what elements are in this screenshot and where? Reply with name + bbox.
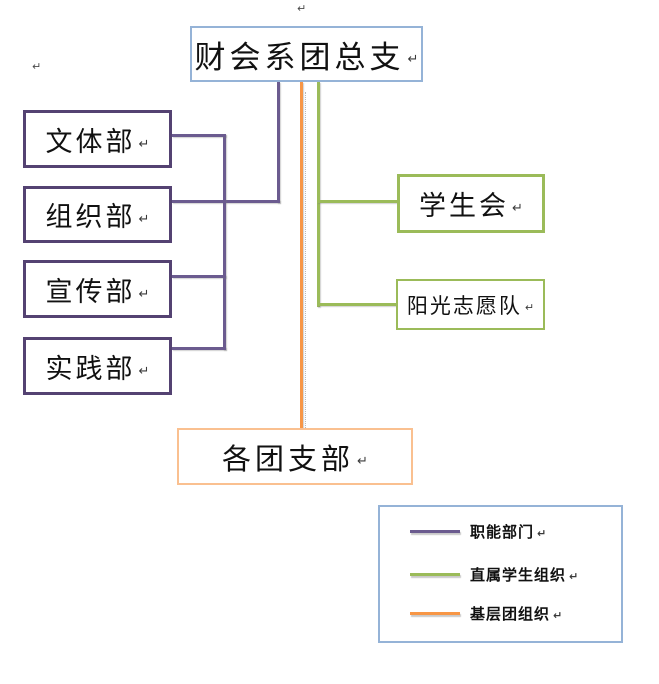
root-box-league-general-branch[interactable]: 财会系团总支↵ <box>190 26 423 82</box>
connector-green-stub-xueshenghui <box>317 200 397 203</box>
line-break-mark: ↵ <box>407 51 419 67</box>
line-break-mark: ↵ <box>569 570 579 583</box>
legend-item-label: 基层团组织 <box>470 605 551 623</box>
org-box-label: 学生会 <box>419 191 510 222</box>
legend-box[interactable]: 职能部门↵ 直属学生组织↵ 基层团组织↵ <box>378 505 623 643</box>
dept-box-label: 宣传部 <box>45 276 136 308</box>
connector-purple-stub-wenti <box>172 134 226 137</box>
legend-orange-line-swatch <box>410 612 460 615</box>
line-break-mark: ↵ <box>138 286 150 302</box>
line-break-mark: ↵ <box>138 136 150 152</box>
connector-purple-stub-xuanchuan <box>172 275 226 278</box>
connector-purple-drop <box>277 82 280 203</box>
dept-box-practice[interactable]: 实践部↵ <box>23 337 172 395</box>
dept-box-label: 组织部 <box>45 202 136 233</box>
org-box-label: 阳光志愿队 <box>406 293 522 318</box>
dotted-guide-line <box>305 92 306 428</box>
org-box-student-union[interactable]: 学生会↵ <box>397 174 545 233</box>
line-break-mark: ↵ <box>357 454 368 469</box>
line-break-mark: ↵ <box>524 301 535 314</box>
legend-item-functional-departments: 职能部门↵ <box>380 521 621 541</box>
connector-purple-spine <box>223 134 226 350</box>
line-break-mark: ↵ <box>553 609 563 622</box>
connector-purple-horizontal <box>172 200 280 203</box>
dept-box-publicity[interactable]: 宣传部↵ <box>23 260 172 318</box>
line-break-mark: ↵ <box>32 60 42 73</box>
line-break-mark: ↵ <box>512 201 523 216</box>
branches-box-label: 各团支部 <box>222 441 355 476</box>
legend-item-grassroots-league-orgs: 基层团组织↵ <box>380 603 621 623</box>
org-box-sunshine-volunteers[interactable]: 阳光志愿队↵ <box>396 279 545 330</box>
dept-box-label: 文体部 <box>45 126 136 158</box>
line-break-mark: ↵ <box>138 212 150 227</box>
legend-item-direct-student-orgs: 直属学生组织↵ <box>380 564 621 584</box>
legend-item-label: 直属学生组织 <box>470 566 567 584</box>
connector-purple-stub-shijian <box>172 347 226 350</box>
branches-box-league-branches[interactable]: 各团支部↵ <box>177 428 413 485</box>
line-break-mark: ↵ <box>138 363 150 379</box>
legend-green-line-swatch <box>410 573 460 576</box>
line-break-mark: ↵ <box>297 2 307 15</box>
dept-box-label: 实践部 <box>45 353 136 385</box>
dept-box-organization[interactable]: 组织部↵ <box>23 186 172 243</box>
root-box-label: 财会系团总支 <box>194 39 405 76</box>
legend-purple-line-swatch <box>410 530 460 533</box>
line-break-mark: ↵ <box>537 527 547 540</box>
connector-green-drop <box>317 82 320 307</box>
connector-green-stub-yangguang <box>317 303 397 306</box>
dept-box-culture-sports[interactable]: 文体部↵ <box>23 110 172 168</box>
connector-orange-drop <box>300 82 303 428</box>
legend-item-label: 职能部门 <box>470 523 535 541</box>
